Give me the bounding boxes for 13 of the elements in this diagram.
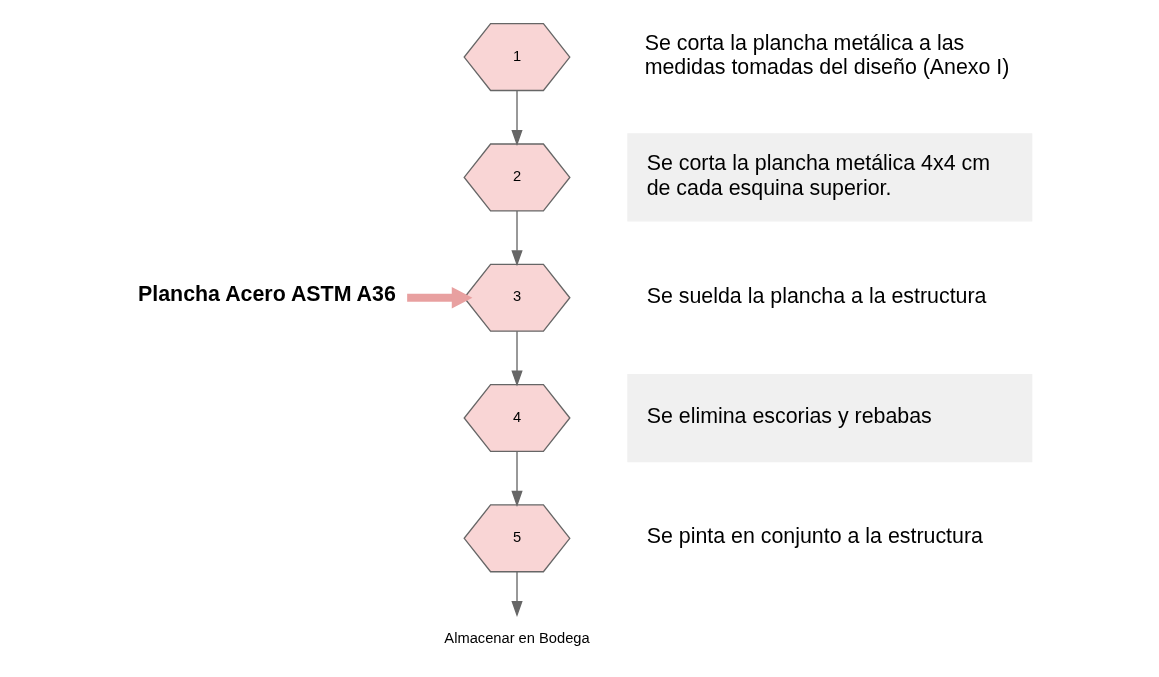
arrow	[511, 89, 523, 146]
node-text: Plancha Acero ASTM A36	[138, 282, 396, 307]
node-label: Se corta la plancha metálica a las medidas tomadas del diseño (Anexo I)	[644, 31, 1010, 80]
node-label: Se elimina escorias y rebabas	[646, 404, 932, 429]
arrow	[511, 571, 523, 618]
node-label: Se corta la plancha metálica 4x4 cm de cada esquina superior.	[646, 151, 991, 200]
arrow	[407, 286, 473, 309]
node-text: Almacenar en Bodega	[444, 630, 590, 647]
arrow	[511, 330, 523, 387]
node-label: Se suelda la plancha a la estructura	[646, 283, 987, 308]
arrow	[511, 210, 523, 267]
arrow	[511, 450, 523, 507]
node-label: Se pinta en conjunto a la estructura	[646, 524, 983, 549]
